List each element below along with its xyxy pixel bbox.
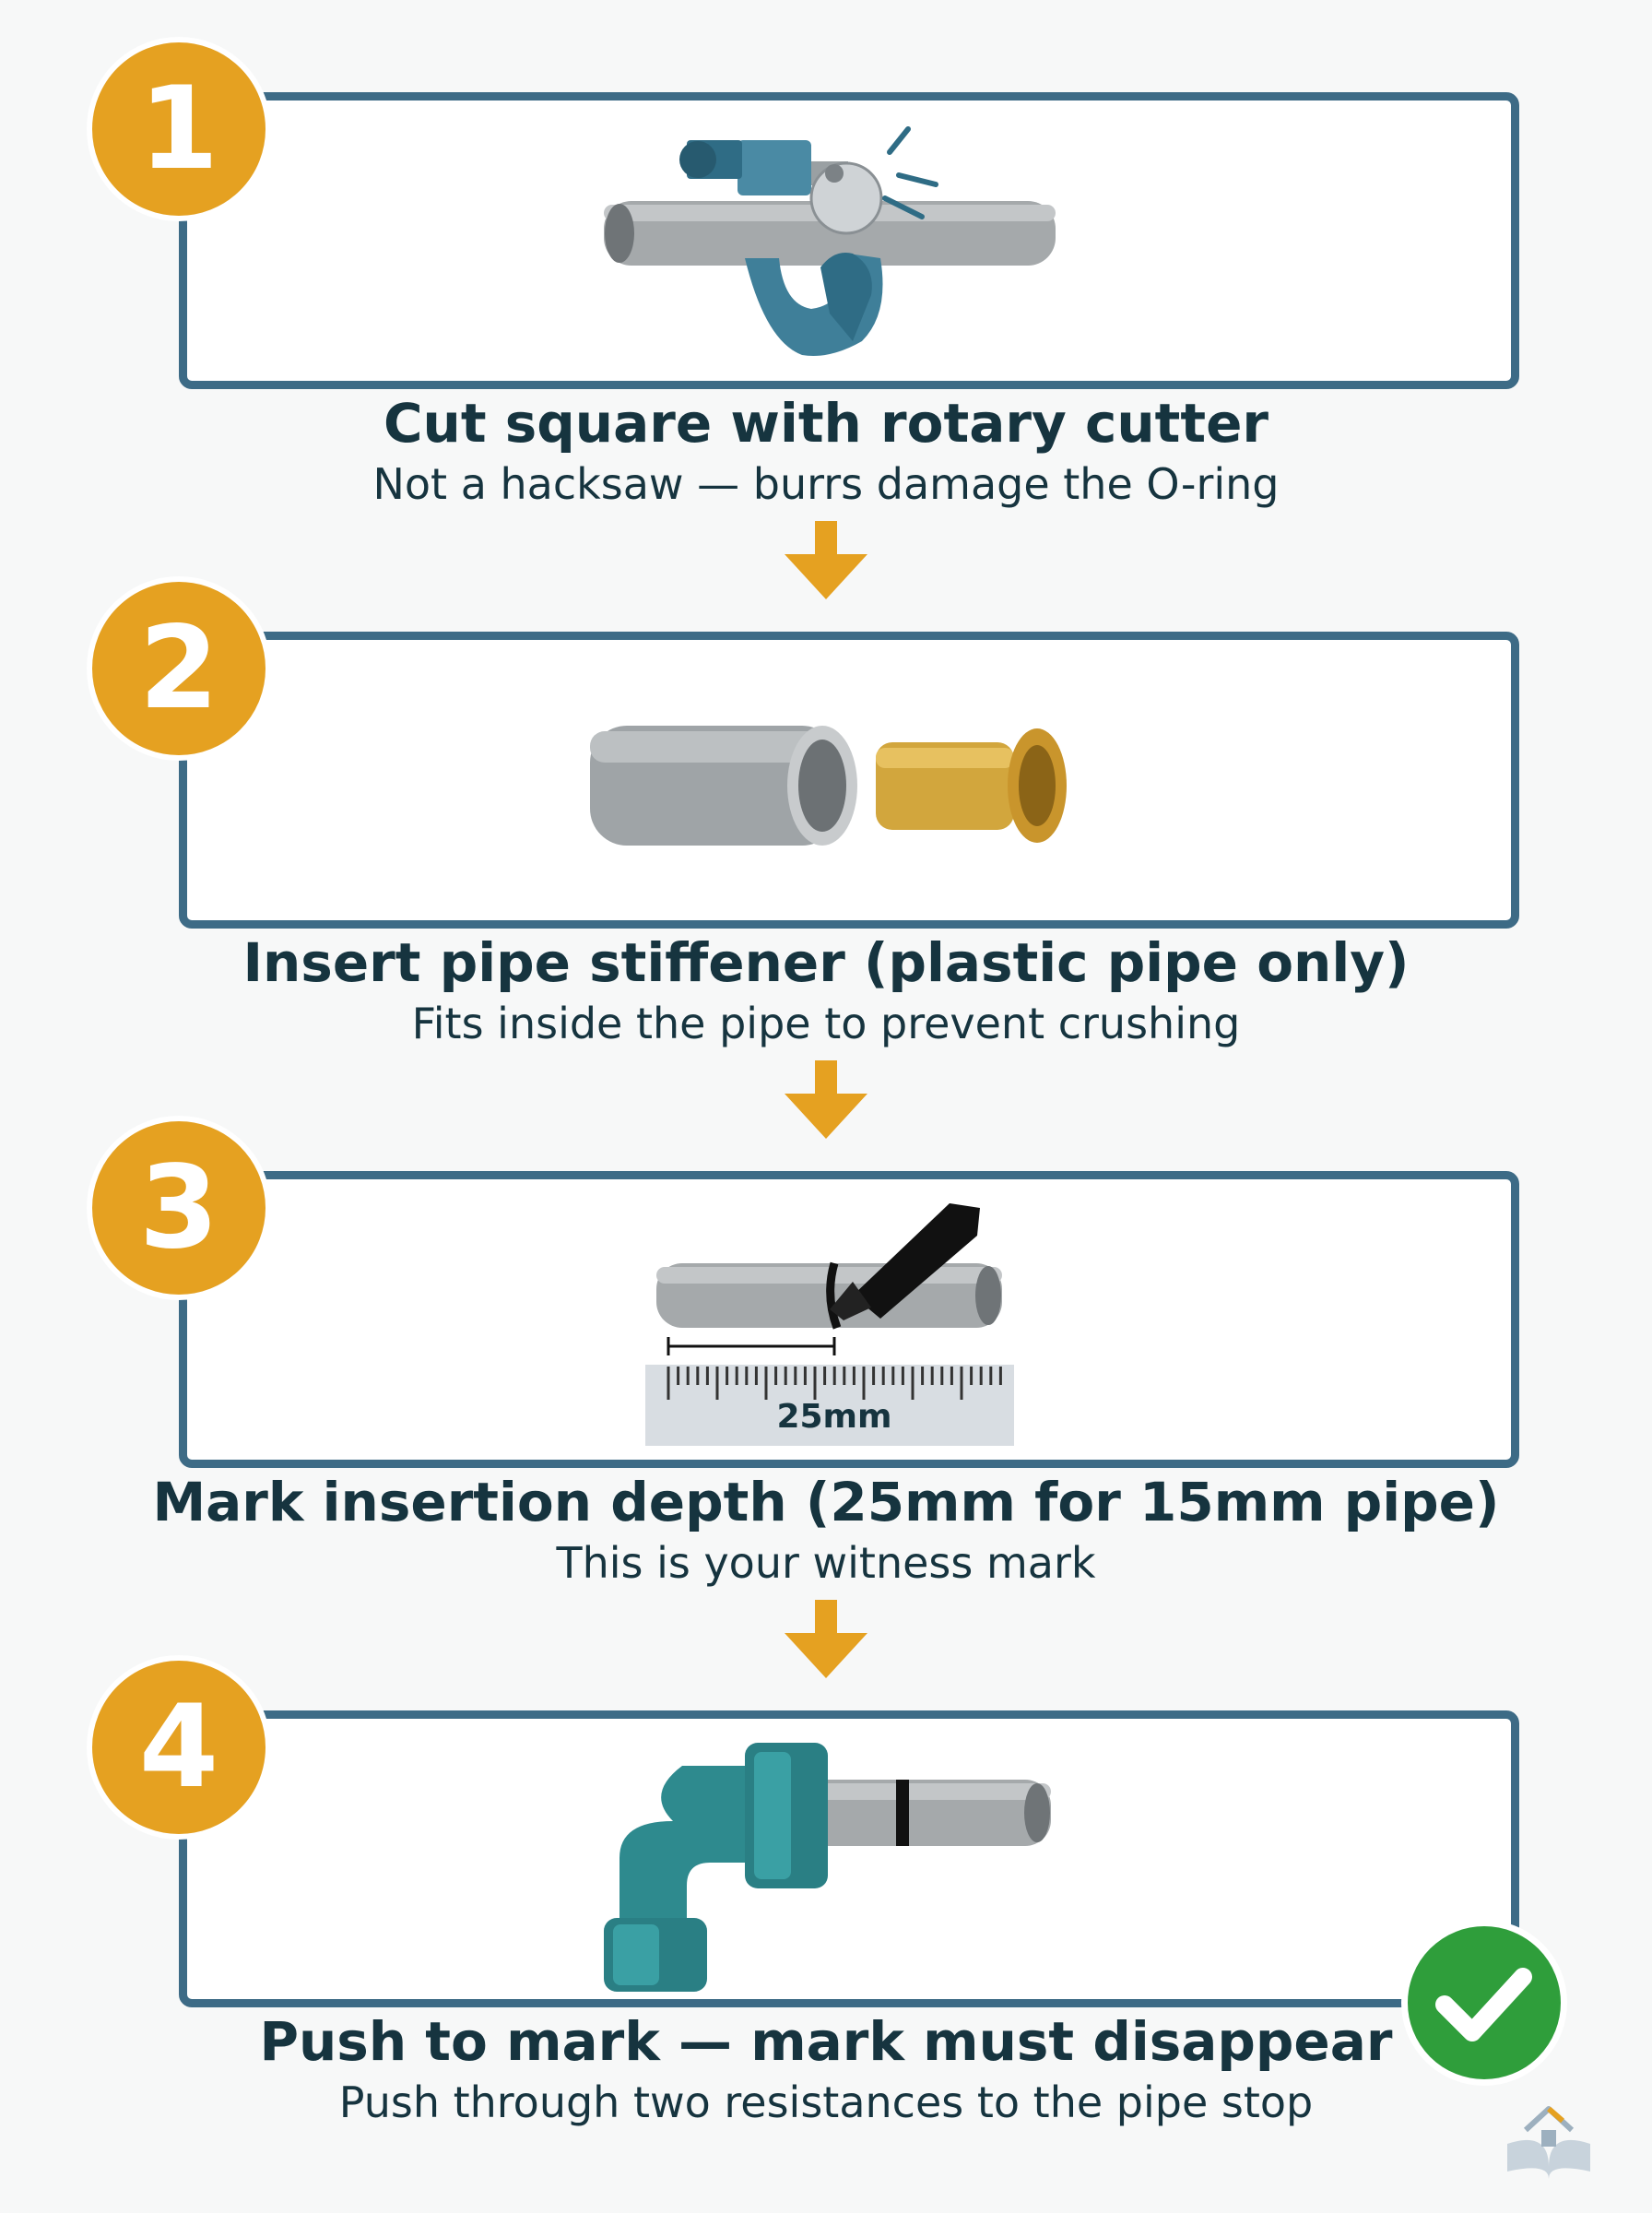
step-1: 1 Cut square with rotary cutter Not a ha… — [0, 37, 1652, 599]
step-3-title: Mark insertion depth (25mm for 15mm pipe… — [152, 1471, 1500, 1533]
step-2-subtitle: Fits inside the pipe to prevent crushing — [411, 999, 1241, 1048]
ruler-label: 25mm — [776, 1398, 891, 1436]
step-1-subtitle: Not a hacksaw — burrs damage the O-ring — [372, 459, 1280, 509]
step-3-subtitle: This is your witness mark — [556, 1538, 1096, 1588]
step-3-badge: 3 — [87, 1116, 271, 1300]
step-4-subtitle: Push through two resistances to the pipe… — [338, 2077, 1314, 2127]
step-4-title: Push to mark — mark must disappear — [259, 2010, 1393, 2073]
pipe-and-stiffener-icon — [590, 726, 1067, 846]
house-book-logo — [1507, 2106, 1590, 2179]
checkmark-icon — [1401, 1920, 1567, 2086]
step-4-badge: 4 — [87, 1655, 271, 1840]
marker-and-ruler-icon: 25mm — [645, 1203, 1014, 1446]
step-3: 25mm 3 Mark insertion depth (25mm for 15… — [0, 1116, 1652, 1678]
step-2-badge: 2 — [87, 576, 271, 761]
down-arrow-icon — [785, 1600, 867, 1678]
down-arrow-icon — [785, 521, 867, 599]
step-4: 4 Push to mark — mark must disappear Pus… — [0, 1655, 1652, 2135]
elbow-fitting-icon — [604, 1743, 1051, 1992]
down-arrow-icon — [785, 1060, 867, 1139]
step-4-frame — [179, 1710, 1519, 2007]
step-2: 2 Insert pipe stiffener (plastic pipe on… — [0, 576, 1652, 1139]
rotary-cutter-icon — [604, 126, 1056, 356]
step-1-badge: 1 — [87, 37, 271, 221]
step-2-title: Insert pipe stiffener (plastic pipe only… — [242, 931, 1410, 994]
step-1-title: Cut square with rotary cutter — [383, 392, 1269, 455]
